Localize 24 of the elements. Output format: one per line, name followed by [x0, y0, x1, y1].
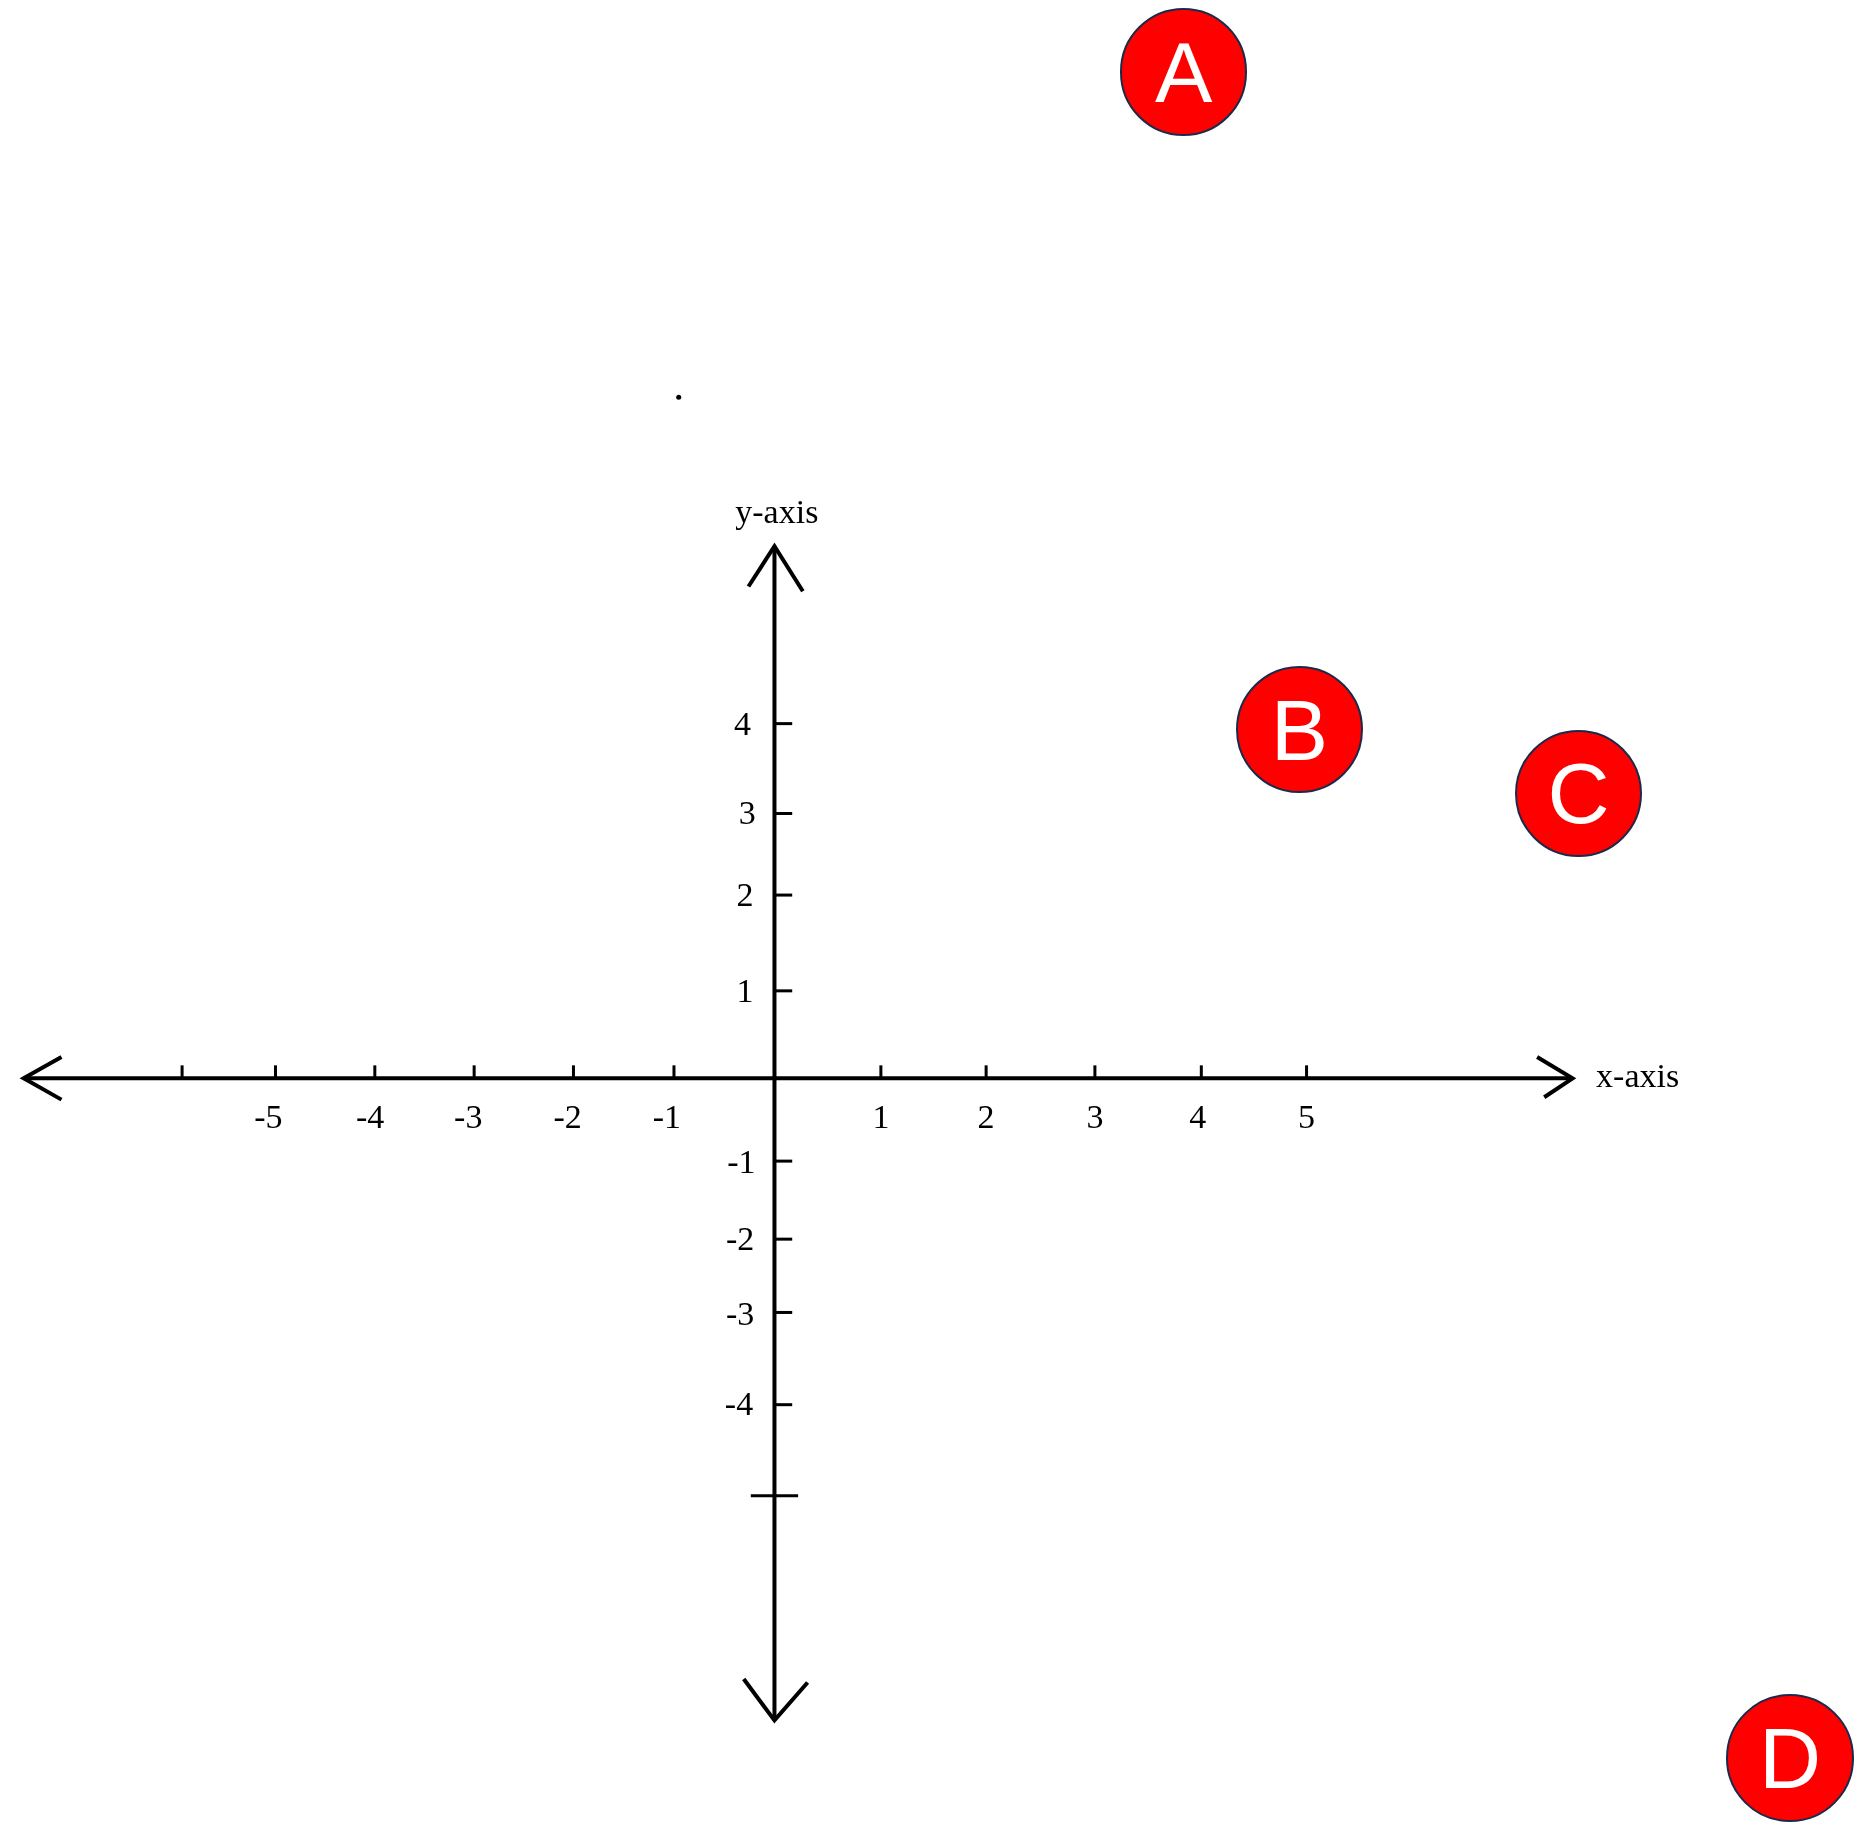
letter-marker: A [1119, 8, 1248, 136]
axis-title: y-axis [735, 494, 819, 529]
tick-label: 3 [738, 796, 756, 831]
tick-label: -2 [726, 1222, 755, 1257]
letter-marker: C [1514, 729, 1643, 858]
tick-label: 5 [1298, 1100, 1316, 1135]
axis-title: x-axis [1596, 1058, 1680, 1093]
tick-label: 2 [736, 878, 754, 913]
tick-label: 1 [736, 973, 754, 1008]
tick-label: -4 [355, 1100, 385, 1135]
tick-label: 4 [734, 706, 752, 741]
tick-label: 1 [872, 1100, 890, 1135]
tick-label: -1 [652, 1100, 681, 1135]
tick-label: -4 [724, 1386, 754, 1421]
tick-label: -1 [727, 1145, 756, 1180]
tick-label: -2 [553, 1100, 582, 1135]
letter-marker: B [1235, 665, 1364, 794]
letter-marker: D [1726, 1694, 1854, 1822]
tick-label: 2 [977, 1100, 995, 1135]
tick-label: 3 [1086, 1100, 1104, 1135]
tick-label: -3 [726, 1296, 755, 1331]
tick-label: 4 [1189, 1100, 1207, 1135]
tick-label: -5 [254, 1100, 283, 1135]
tick-label: -3 [454, 1100, 483, 1135]
